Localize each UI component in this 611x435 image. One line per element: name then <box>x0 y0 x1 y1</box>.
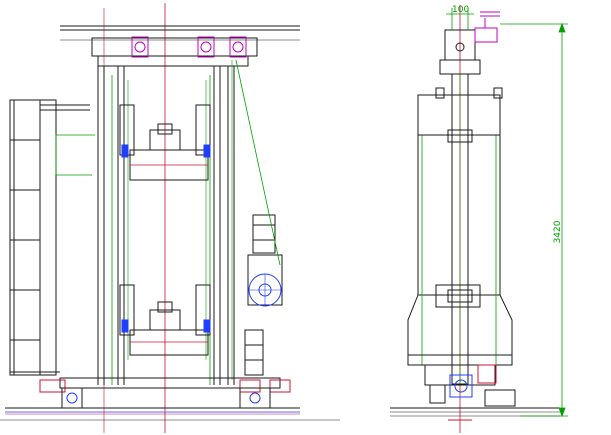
top-pulley-3 <box>229 36 247 58</box>
enclosure <box>417 94 501 296</box>
base-frame <box>59 377 281 389</box>
front-view <box>0 3 340 433</box>
drive-motor <box>252 214 276 254</box>
side-view <box>390 5 560 433</box>
top-pulley-2 <box>197 36 215 58</box>
top-pulley-1 <box>131 36 149 58</box>
lower-motor <box>244 329 264 376</box>
dimensions <box>446 8 568 418</box>
top-crossbeam <box>91 37 258 57</box>
dim-top-width: 100 <box>452 5 469 15</box>
dim-overall-height: 3420 <box>553 220 563 243</box>
side-cabinet <box>9 99 57 376</box>
